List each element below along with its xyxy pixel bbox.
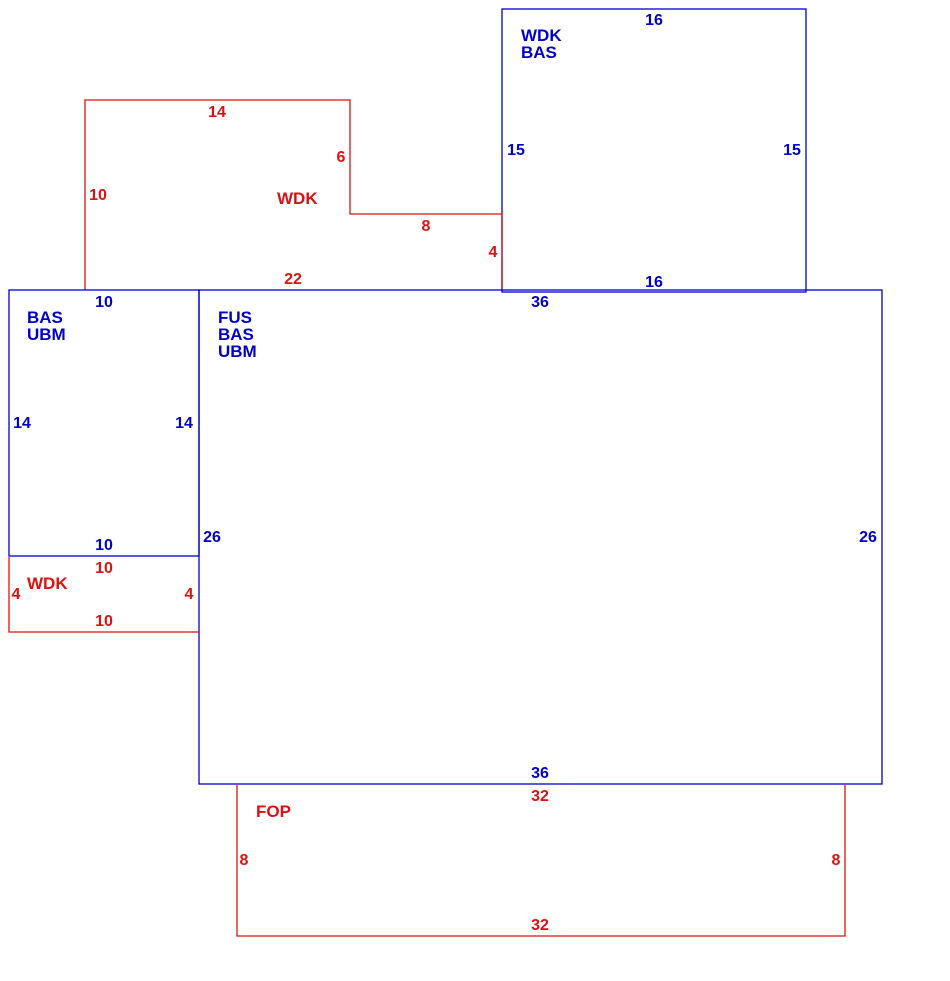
dimension-left: 4 — [12, 586, 21, 603]
dimension-right: 14 — [175, 415, 193, 432]
area-label: WDK — [521, 26, 562, 45]
dimension-bottom: 10 — [95, 537, 113, 554]
area-wdk-bas-upper: WDK BAS 16 15 15 16 — [501, 8, 807, 293]
area-bas-ubm-left: BAS UBM 10 14 14 10 — [8, 289, 200, 557]
area-label: FUS — [218, 308, 252, 327]
area-label: UBM — [218, 342, 257, 361]
dimension-top: 14 — [208, 104, 226, 121]
dimension-bottom: 10 — [95, 613, 113, 630]
dimension-top: 32 — [531, 788, 549, 805]
area-label: FOP — [256, 802, 291, 821]
area-label: BAS — [521, 43, 557, 62]
dimension-top: 16 — [645, 12, 663, 29]
area-outline — [198, 289, 883, 785]
dimension-top: 36 — [531, 294, 549, 311]
dimension-step-right: 4 — [489, 244, 498, 261]
area-wdk-lower-left: WDK 10 4 4 10 — [8, 557, 199, 633]
area-label: BAS — [218, 325, 254, 344]
area-fus-bas-ubm-main: FUS BAS UBM 36 26 26 36 — [198, 289, 883, 785]
dimension-bottom: 16 — [645, 274, 663, 291]
area-outline — [501, 8, 807, 293]
dimension-bottom: 36 — [531, 765, 549, 782]
dimension-notch-bottom: 8 — [422, 218, 431, 235]
dimension-right: 4 — [185, 586, 194, 603]
dimension-left: 15 — [507, 142, 525, 159]
dimension-left: 26 — [203, 529, 221, 546]
area-label: WDK — [27, 574, 68, 593]
dimension-bottom: 22 — [284, 271, 302, 288]
dimension-left: 8 — [240, 852, 249, 869]
dimension-top: 10 — [95, 560, 113, 577]
area-fop-porch: FOP 32 8 8 32 — [236, 785, 846, 937]
dimension-notch-right: 6 — [337, 149, 346, 166]
area-outline — [8, 557, 199, 633]
area-label: BAS — [27, 308, 63, 327]
dimension-bottom: 32 — [531, 917, 549, 934]
dimension-right: 26 — [859, 529, 877, 546]
dimension-top: 10 — [95, 294, 113, 311]
area-label: UBM — [27, 325, 66, 344]
area-outline — [84, 99, 503, 290]
area-outline — [236, 785, 846, 937]
dimension-right: 15 — [783, 142, 801, 159]
area-wdk-upper-left: WDK 14 10 6 8 4 22 — [84, 99, 503, 290]
area-label: WDK — [277, 189, 318, 208]
dimension-right: 8 — [832, 852, 841, 869]
dimension-left: 10 — [89, 187, 107, 204]
dimension-left: 14 — [13, 415, 31, 432]
